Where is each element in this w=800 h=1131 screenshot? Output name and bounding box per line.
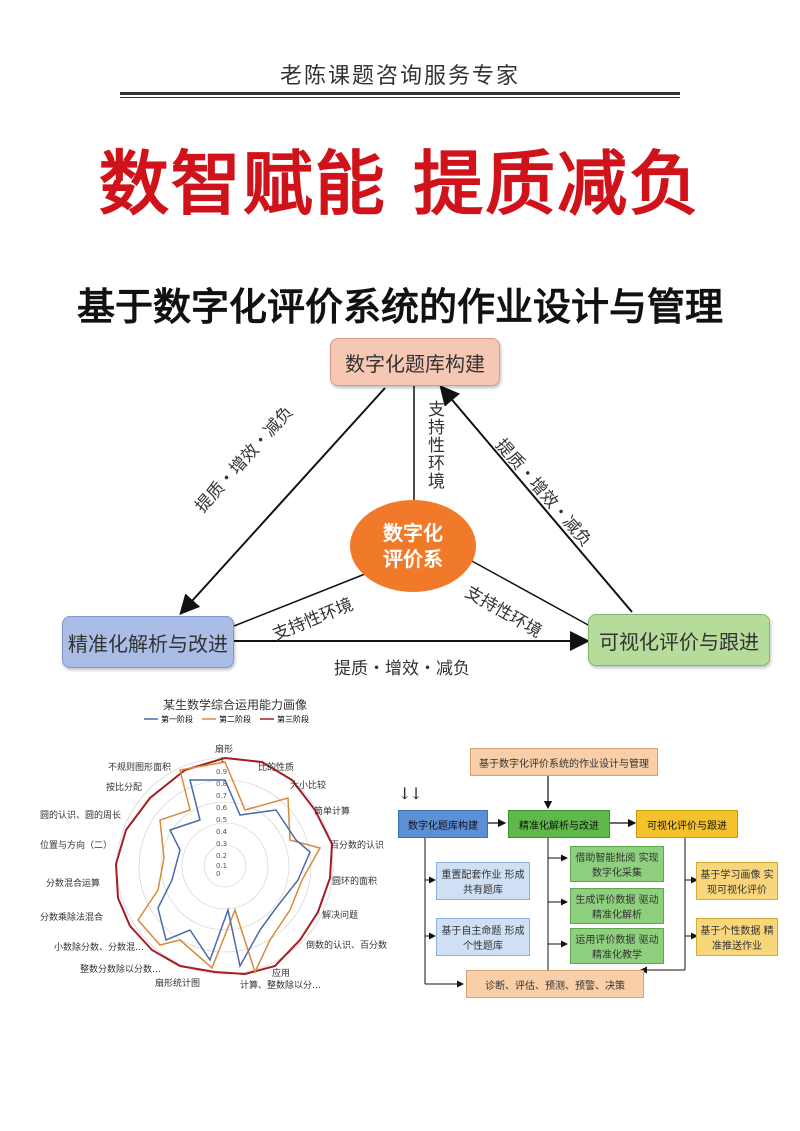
node-precise-analysis: 精准化解析与改进: [62, 616, 234, 668]
arrow-top-to-left: [179, 387, 386, 615]
axis-label: 圆的认识、圆的周长: [40, 809, 121, 821]
axis-label: 整数分数除以分数…: [80, 963, 161, 975]
subtitle: 基于数字化评价系统的作业设计与管理: [76, 285, 723, 329]
axis-label: 扇形统计图: [155, 977, 200, 989]
scale-0: 0: [216, 870, 220, 878]
legend-stage3: 第三阶段: [277, 714, 309, 724]
flow-c3-item: 基于学习画像 实现可视化评价: [696, 862, 778, 900]
flow-top-box: 基于数字化评价系统的作业设计与管理: [470, 748, 658, 776]
axis-label: 百分数的认识: [330, 839, 384, 851]
flow-c3-item: 基于个性数据 精准推送作业: [696, 918, 778, 956]
arrow-right-to-top: [439, 384, 633, 613]
flow-c2-item: 运用评价数据 驱动精准化教学: [570, 928, 664, 964]
radar-chart: 1 0.9 0.8 0.7 0.6 0.5 0.4 0.3 0.2 0.1 0 …: [40, 743, 387, 991]
scale-08: 0.8: [216, 780, 227, 788]
radar-legend: 第一阶段 第二阶段 第三阶段: [144, 714, 309, 724]
axis-label: 倒数的认识、百分数: [306, 939, 387, 951]
legend-stage2: 第二阶段: [219, 714, 251, 724]
support-label-top: 支持性环境: [424, 400, 444, 490]
axis-label: 计算、整数除以分…: [240, 979, 321, 991]
support-line-left: [233, 573, 366, 627]
flowchart-lines: [424, 776, 698, 988]
header-rule-thick: [120, 92, 680, 95]
center-line1: 数字化: [383, 521, 443, 545]
axis-label: 应用: [272, 967, 290, 979]
axis-label: 解决问题: [322, 909, 358, 921]
axis-label: 大小比较: [290, 779, 326, 791]
scale-03: 0.3: [216, 840, 227, 848]
scale-07: 0.7: [216, 792, 227, 800]
flow-c2-item: 借助智能批阅 实现数字化采集: [570, 846, 664, 882]
scale-1: 1: [220, 756, 224, 764]
scale-01: 0.1: [216, 862, 227, 870]
header-rule-thin: [120, 97, 680, 98]
scale-06: 0.6: [216, 804, 228, 812]
node-question-bank: 数字化题库构建: [330, 338, 500, 386]
support-line-right: [469, 559, 591, 627]
node-visual-evaluation: 可视化评价与跟进: [588, 614, 770, 666]
axis-label: 圆环的面积: [332, 875, 377, 887]
edge-label-bottom: 提质・增效・减负: [334, 659, 470, 679]
flow-col2-header: 精准化解析与改进: [508, 810, 610, 838]
down-arrows-icon: ↓↓: [398, 784, 423, 803]
header-text: 老陈课题咨询服务专家: [279, 64, 520, 89]
flow-col1-header: 数字化题库构建: [398, 810, 488, 838]
scale-05: 0.5: [216, 816, 227, 824]
flow-bottom-box: 诊断、评估、预测、预警、决策: [466, 970, 644, 998]
axis-label: 不规则图形面积: [108, 761, 171, 773]
flow-col3-header: 可视化评价与跟进: [636, 810, 738, 838]
center-ellipse: 数字化 评价系: [350, 500, 476, 592]
axis-label: 比的性质: [258, 761, 294, 773]
flow-c1-item: 基于自主命题 形成个性题库: [436, 918, 530, 956]
flow-c1-item: 重置配套作业 形成共有题库: [436, 862, 530, 900]
scale-02: 0.2: [216, 852, 227, 860]
axis-label: 位置与方向（二）: [40, 839, 112, 851]
center-line2: 评价系: [383, 547, 443, 571]
main-title: 数智赋能 提质减负: [98, 143, 702, 225]
legend-stage1: 第一阶段: [161, 714, 193, 724]
axis-label: 分数混合运算: [46, 877, 100, 889]
axis-label: 按比分配: [106, 781, 142, 793]
axis-label: 扇形: [215, 743, 233, 755]
axis-label: 分数乘除法混合: [40, 911, 103, 923]
triangle-arrows: [179, 384, 633, 651]
axis-label: 简单计算: [314, 805, 350, 817]
axis-label: 小数除分数、分数混…: [54, 941, 144, 953]
scale-09: 0.9: [216, 768, 227, 776]
flow-c2-item: 生成评价数据 驱动精准化解析: [570, 888, 664, 924]
scale-04: 0.4: [216, 828, 228, 836]
radar-title: 某生数学综合运用能力画像: [162, 698, 307, 712]
